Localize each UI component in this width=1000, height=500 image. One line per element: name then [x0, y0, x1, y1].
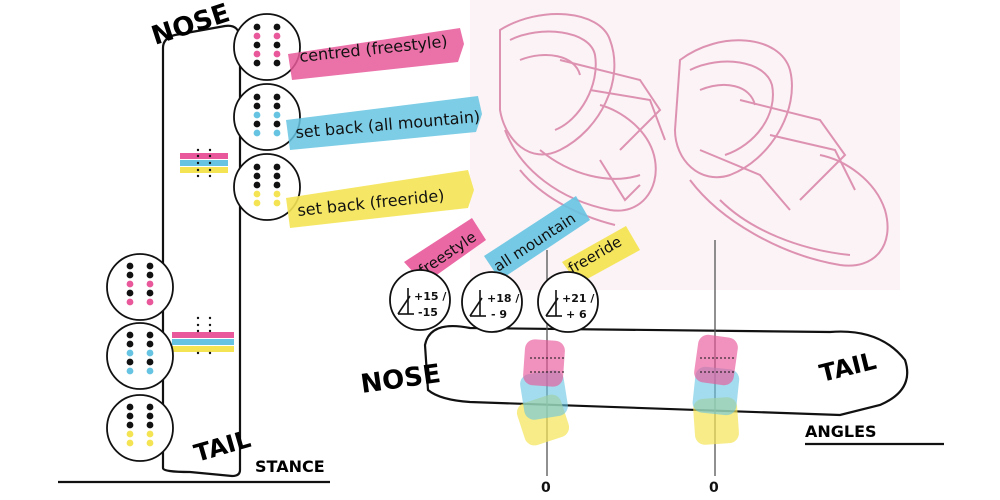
stance-option-freeride: set back (freeride) — [233, 153, 474, 228]
svg-text:+ 6: + 6 — [566, 308, 587, 321]
stance-insert-circle-pink — [106, 253, 174, 321]
insert-holes — [126, 403, 154, 447]
angles-front-binding-footprints — [516, 339, 570, 446]
stance-insert-circle-yellow — [106, 394, 174, 462]
stance-nose-label: NOSE — [148, 0, 234, 52]
svg-text:ANGLES: ANGLES — [805, 422, 877, 441]
svg-text:0: 0 — [541, 480, 551, 496]
svg-text:NOSE: NOSE — [148, 0, 234, 52]
stance-option-centred: centred (freestyle) — [233, 13, 464, 81]
stance-tail-label: TAIL — [191, 425, 254, 468]
stance-insert-circle-blue — [106, 322, 174, 390]
angles-value-freestyle: +15 / -15 — [389, 269, 451, 331]
angles-back-binding-footprints — [692, 334, 740, 445]
angle-icon — [397, 288, 414, 315]
svg-text:NOSE: NOSE — [359, 359, 443, 400]
insert-holes — [126, 331, 154, 375]
angles-tail-label: TAIL — [817, 347, 879, 388]
stance-option-all-mountain: set back (all mountain) — [233, 83, 482, 151]
angles-title: ANGLES — [805, 422, 944, 446]
angles-value-all-mountain: +18 / - 9 — [461, 271, 523, 333]
angle-icon — [545, 290, 562, 317]
svg-text:-15: -15 — [418, 306, 438, 319]
svg-text:TAIL: TAIL — [191, 425, 254, 468]
angles-value-freeride: +21 / + 6 — [537, 271, 599, 333]
svg-text:- 9: - 9 — [491, 308, 507, 321]
stance-title: STANCE — [58, 457, 330, 484]
angles-nose-label: NOSE — [359, 359, 443, 400]
insert-holes — [126, 262, 154, 306]
svg-text:STANCE: STANCE — [255, 457, 325, 476]
svg-text:+21 /: +21 / — [562, 292, 595, 305]
stance-marker-upper — [180, 148, 228, 178]
svg-text:+15 /: +15 / — [414, 290, 447, 303]
stance-board — [161, 24, 242, 478]
angles-board — [423, 324, 909, 417]
svg-text:TAIL: TAIL — [817, 347, 879, 388]
svg-text:0: 0 — [709, 480, 719, 496]
stance-marker-lower — [172, 316, 234, 355]
svg-text:+18 /: +18 / — [487, 292, 520, 305]
angle-icon — [469, 290, 486, 317]
